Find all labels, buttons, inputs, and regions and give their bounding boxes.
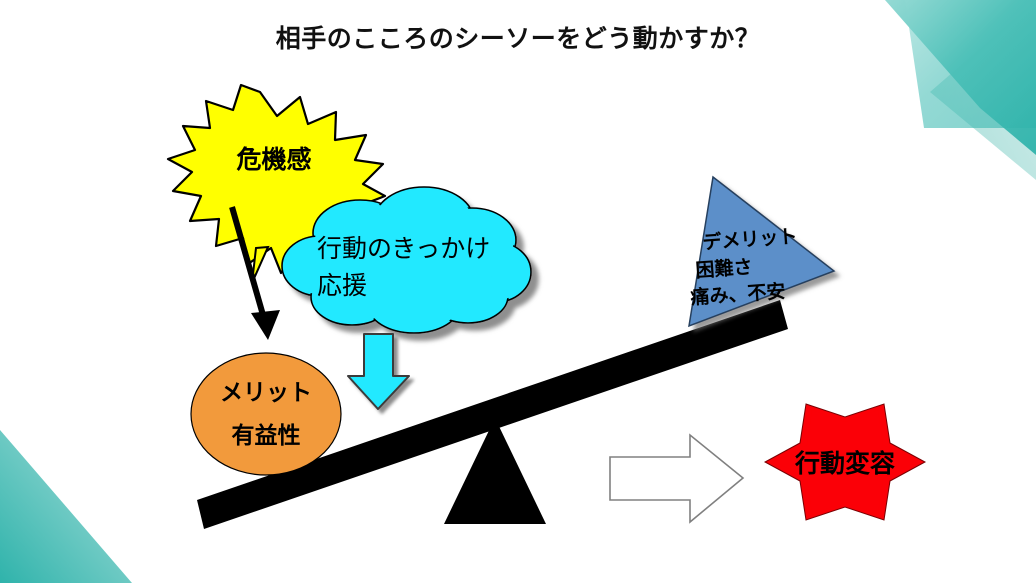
behavior-change-star-label: 行動変容 bbox=[794, 449, 895, 478]
seesaw-fulcrum bbox=[444, 418, 546, 524]
merit-ellipse-line2: 有益性 bbox=[232, 422, 301, 449]
merit-ellipse-group: メリット 有益性 bbox=[190, 352, 342, 476]
seesaw-beam bbox=[197, 300, 788, 529]
action-trigger-cloud-group: 行動のきっかけ 応援 bbox=[281, 186, 532, 334]
page-title: 相手のこころのシーソーをどう動かすか？ bbox=[276, 24, 761, 53]
cyan-down-arrow bbox=[347, 333, 410, 410]
demerit-triangle-group: デメリット 困難さ 痛み、不安 bbox=[688, 175, 836, 328]
behavior-change-star-group: 行動変容 bbox=[763, 403, 927, 521]
burst-tail bbox=[251, 245, 270, 284]
demerit-triangle-line2: 困難さ bbox=[695, 255, 753, 282]
merit-ellipse-line1: メリット bbox=[220, 380, 312, 406]
cloud-line1: 行動のきっかけ bbox=[317, 234, 490, 263]
crisis-to-merit-arrow bbox=[229, 206, 280, 340]
white-block-arrow bbox=[609, 433, 745, 524]
crisis-burst-label: 危機感 bbox=[236, 145, 311, 174]
behavior-change-star-inner bbox=[776, 410, 914, 514]
cloud-line2: 応援 bbox=[317, 271, 367, 300]
teal-corner-dark2-icon bbox=[905, 0, 1036, 128]
teal-corner-bottom-icon bbox=[0, 430, 132, 583]
merit-ellipse bbox=[190, 352, 342, 476]
demerit-triangle bbox=[688, 175, 836, 328]
